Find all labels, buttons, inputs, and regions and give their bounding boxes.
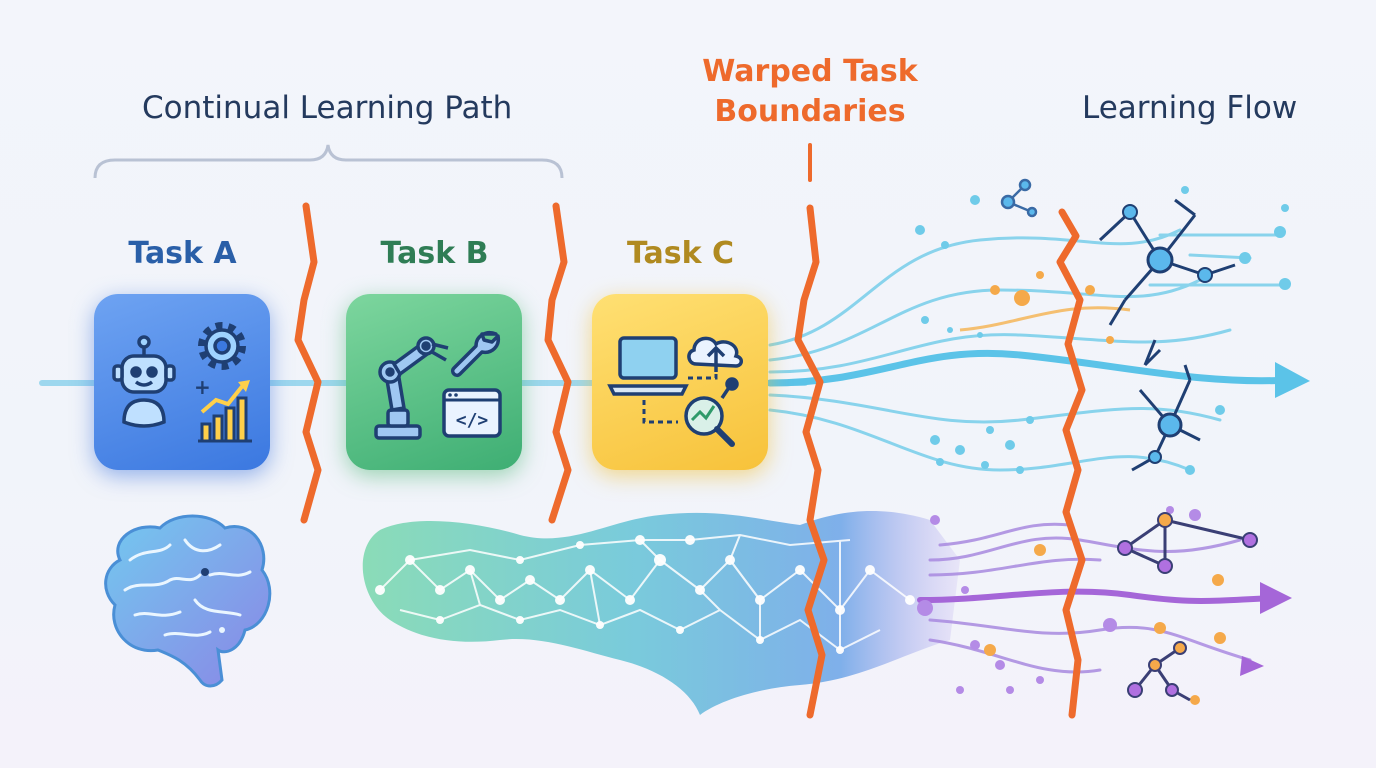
brain-icon [104,514,272,688]
wrench-icon [450,331,501,378]
learning-flow-title: Learning Flow [1082,90,1298,126]
task-b-card: </> [346,294,522,470]
warp-title-line2: Boundaries [714,94,906,129]
network-node [1148,450,1162,464]
main-flow-arrow [766,349,1294,387]
warped-task-boundaries-title: Warped Task Boundaries [700,52,920,132]
orange-flow-line [959,306,1131,332]
svg-text:</>: </> [456,410,489,431]
purple-dots [917,506,1201,694]
task-c-card [592,294,768,470]
network-hub [1157,412,1183,438]
network-node-mid [1131,339,1201,472]
path-bracket [93,144,564,179]
task-b-label: Task B [380,236,489,271]
network-node [1122,204,1138,220]
purple-flow-arrow [917,588,1278,605]
network-node-purple [1124,518,1251,702]
code-window-icon: </> [442,388,502,438]
flow-arrowhead-blue [1275,362,1310,398]
warp-title-line1: Warped Task [702,54,918,89]
mesh-nodes [375,535,915,654]
robot-arm-icon [374,336,449,440]
blue-flow-lines [768,228,1287,472]
gear-icon [198,322,246,370]
network-node-small [1000,178,1038,218]
task-a-card: + [94,294,270,470]
continual-learning-path-title: Continual Learning Path [142,90,513,126]
network-node-purple-points [1117,512,1258,698]
connector-dashes [642,372,718,424]
network-node [1197,267,1213,283]
bar-chart-icon [198,380,252,443]
flow-arrowhead-purple [1260,582,1292,614]
task-a-label: Task A [128,236,237,271]
network-hub [1146,246,1174,274]
dotted-trails [915,186,1291,475]
orange-dots [990,271,1114,344]
knowledge-blob [362,510,960,715]
robot-icon [112,335,176,428]
flow-arrowhead-purple-small [1240,656,1264,676]
laptop-icon [607,336,689,396]
cloud-upload-icon [687,336,743,372]
magnifier-chart-icon [684,377,739,447]
plus-sign: + [194,375,211,399]
task-c-label: Task C [626,236,735,271]
orange-dots-bottom [984,544,1226,705]
